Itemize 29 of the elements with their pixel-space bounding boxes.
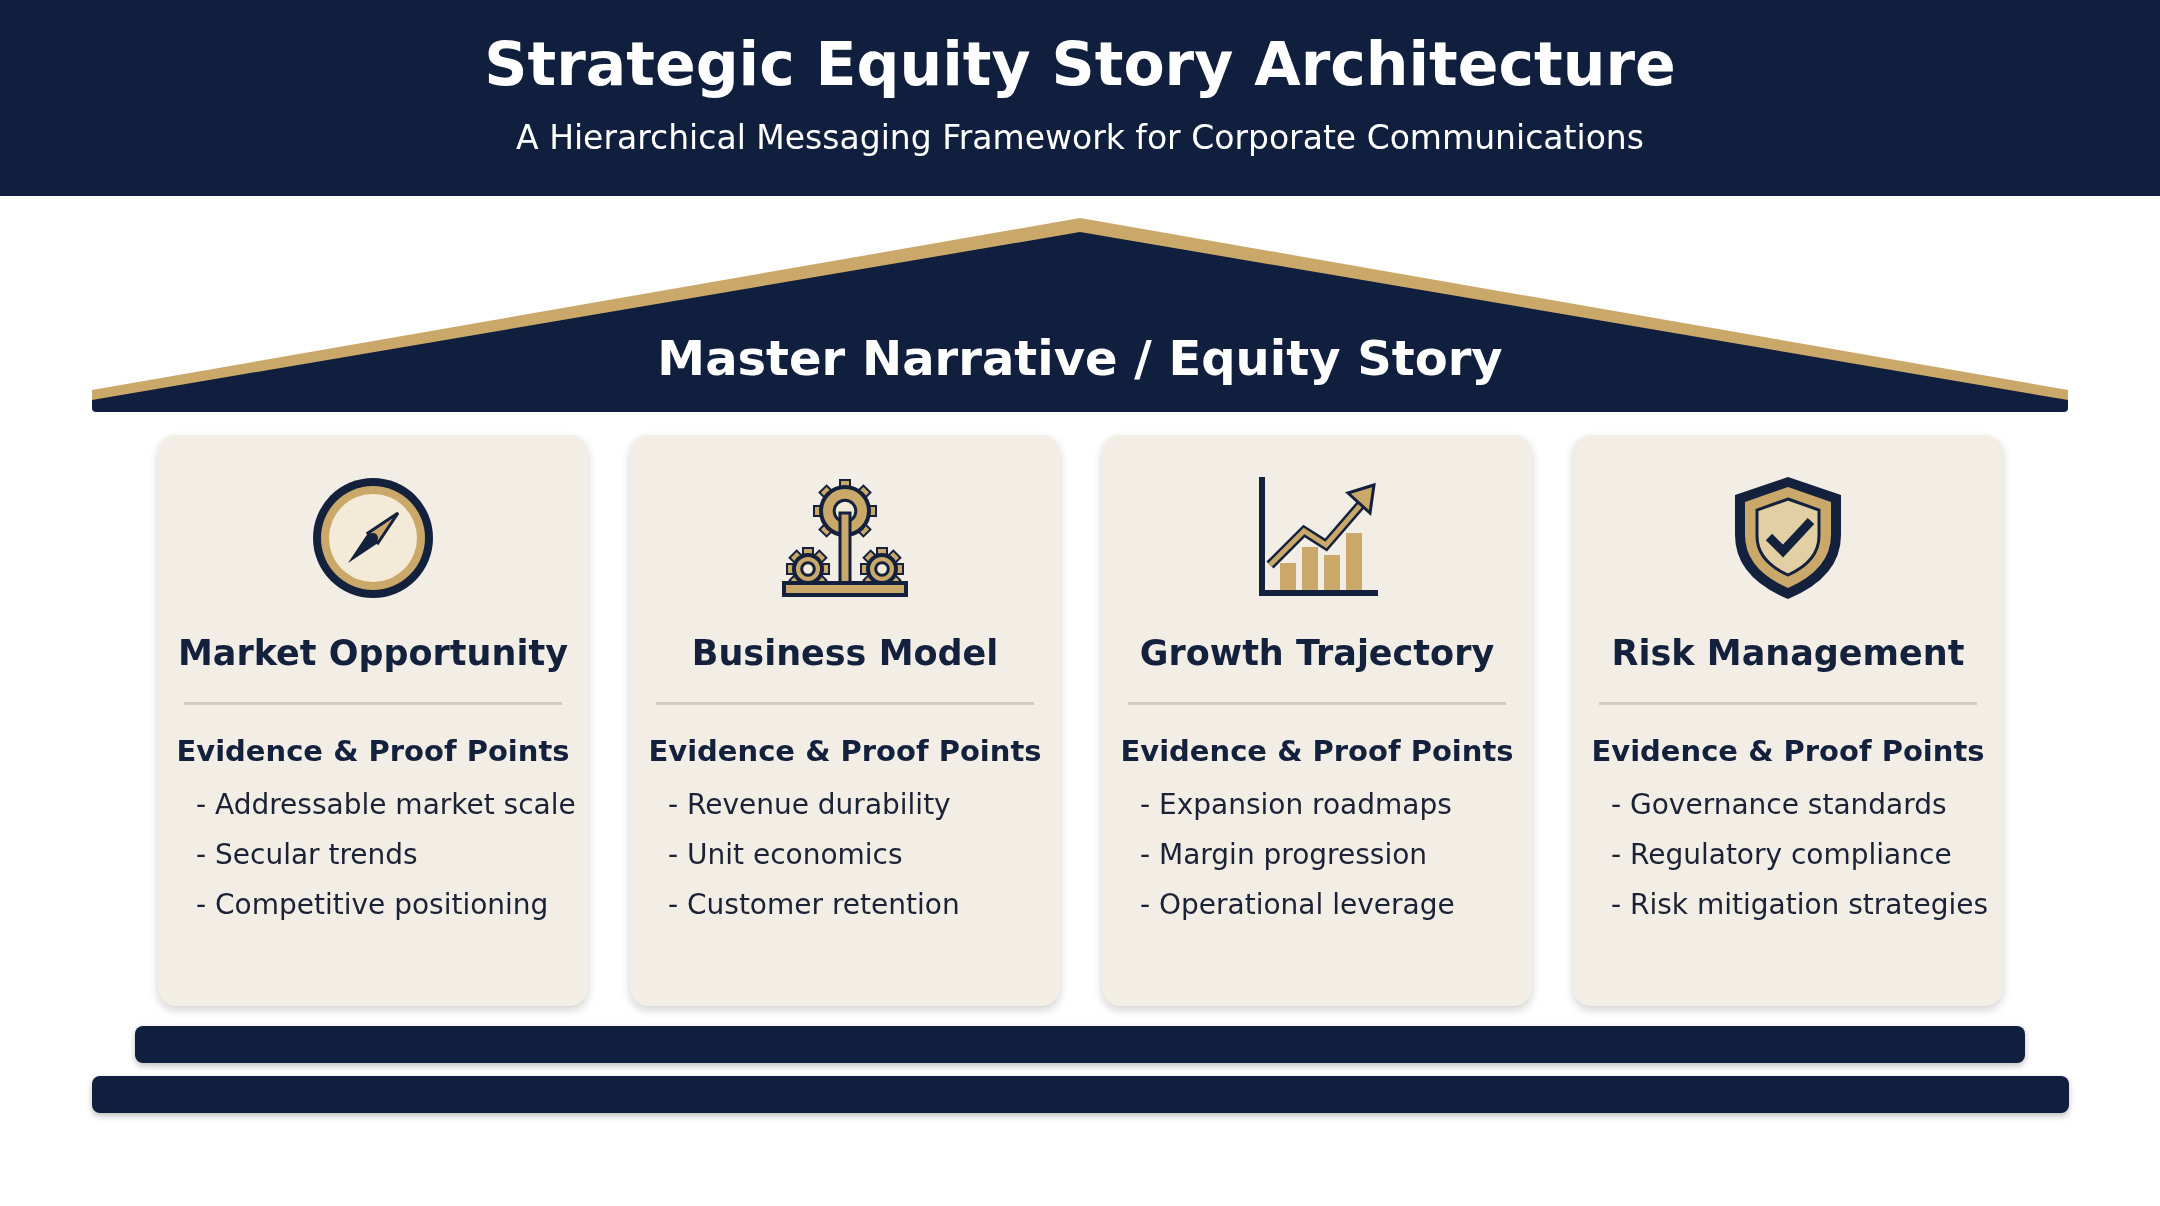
section-heading: Evidence & Proof Points	[1590, 733, 1986, 770]
pillar-card	[158, 435, 588, 1006]
pillar-card	[1102, 435, 1532, 1006]
bullet-item: - Governance standards	[1611, 787, 1947, 823]
subtitle: A Hierarchical Messaging Framework for Corporate Communications	[515, 117, 1645, 159]
bullet-item: - Regulatory compliance	[1611, 837, 1952, 873]
bullet-item: - Expansion roadmaps	[1140, 787, 1452, 823]
roof-title: Master Narrative / Equity Story	[656, 329, 1504, 388]
bullet-item: - Unit economics	[668, 837, 903, 873]
bullet-item: - Competitive positioning	[196, 887, 549, 923]
pillar-card	[1573, 435, 2003, 1006]
bullet-item: - Addressable market scale	[196, 787, 576, 823]
section-heading: Evidence & Proof Points	[175, 733, 571, 770]
title: Strategic Equity Story Architecture	[483, 28, 1677, 100]
bullet-item: - Secular trends	[196, 837, 418, 873]
bullet-item: - Margin progression	[1140, 837, 1428, 873]
pillar-title: Business Model	[690, 632, 1000, 675]
bullet-item: - Operational leverage	[1140, 887, 1455, 923]
pillar-title: Market Opportunity	[177, 632, 569, 675]
pillar-card	[630, 435, 1060, 1006]
pillar-title: Risk Management	[1610, 632, 1966, 675]
base-step	[135, 1026, 2025, 1063]
pillar-title: Growth Trajectory	[1138, 632, 1496, 675]
section-heading: Evidence & Proof Points	[647, 733, 1043, 770]
bullet-item: - Customer retention	[668, 887, 960, 923]
base-step	[92, 1076, 2069, 1113]
bullet-item: - Revenue durability	[668, 787, 951, 823]
section-heading: Evidence & Proof Points	[1119, 733, 1515, 770]
bullet-item: - Risk mitigation strategies	[1611, 887, 1989, 923]
